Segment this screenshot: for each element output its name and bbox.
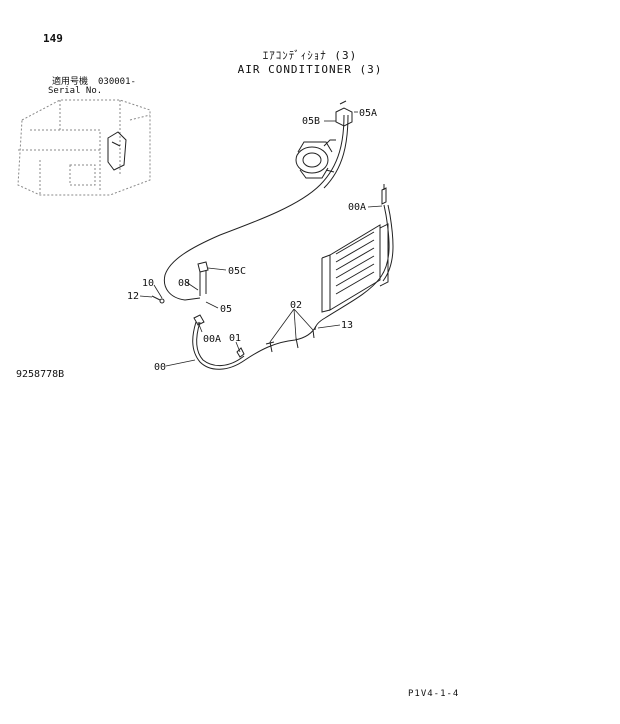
- hose-00a-upper: [314, 204, 390, 331]
- callout-00: 00: [154, 362, 166, 373]
- title-japanese: ｴｱｺﾝﾃﾞｨｼｮﾅ (3): [262, 49, 358, 62]
- leader-lines: [139, 111, 383, 367]
- callout-00a-bottom: 00A: [203, 334, 221, 345]
- page-number: 149: [43, 32, 63, 45]
- condenser-illustration: [321, 223, 389, 313]
- serial-value: 030001-: [98, 77, 136, 87]
- callout-13: 13: [341, 320, 353, 331]
- machine-highlight: [107, 131, 127, 171]
- callout-08: 08: [178, 278, 190, 289]
- drawing-id: 9258778B: [16, 369, 65, 380]
- serial-label-english: Serial No.: [48, 86, 103, 96]
- compressor-illustration: [295, 139, 336, 179]
- callout-05c: 05C: [228, 266, 246, 277]
- callout-00a-top: 00A: [348, 202, 366, 213]
- callout-05a: 05A: [359, 108, 377, 119]
- callout-05b: 05B: [302, 116, 320, 127]
- hose-00: [192, 321, 317, 370]
- serial-label-japanese: 適用号機: [52, 77, 89, 87]
- sheet-reference: P1V4-1-4: [408, 689, 460, 699]
- machine-overview-illustration: [17, 99, 151, 196]
- callout-05: 05: [220, 304, 232, 315]
- clamp-02-c: [312, 329, 315, 339]
- clamp-02-b: [295, 337, 299, 349]
- callout-10: 10: [142, 278, 154, 289]
- hose-00-inner: [196, 321, 245, 366]
- fitting-05c: [197, 261, 209, 296]
- clamp-02-a: [265, 341, 275, 353]
- fitting-00a-bottom: [193, 314, 205, 326]
- callout-02: 02: [290, 300, 302, 311]
- hose-05-inner: [323, 114, 349, 189]
- callout-12: 12: [127, 291, 139, 302]
- fitting-00a-top: [381, 184, 387, 205]
- title-english: AIR CONDITIONER (3): [237, 63, 383, 76]
- callout-01: 01: [229, 333, 241, 344]
- fitting-05b: [335, 100, 353, 127]
- clamp-01: [236, 347, 245, 358]
- bolt-12: [151, 295, 165, 304]
- hose-00a-upper-inner: [382, 204, 394, 282]
- hose-05: [163, 114, 345, 301]
